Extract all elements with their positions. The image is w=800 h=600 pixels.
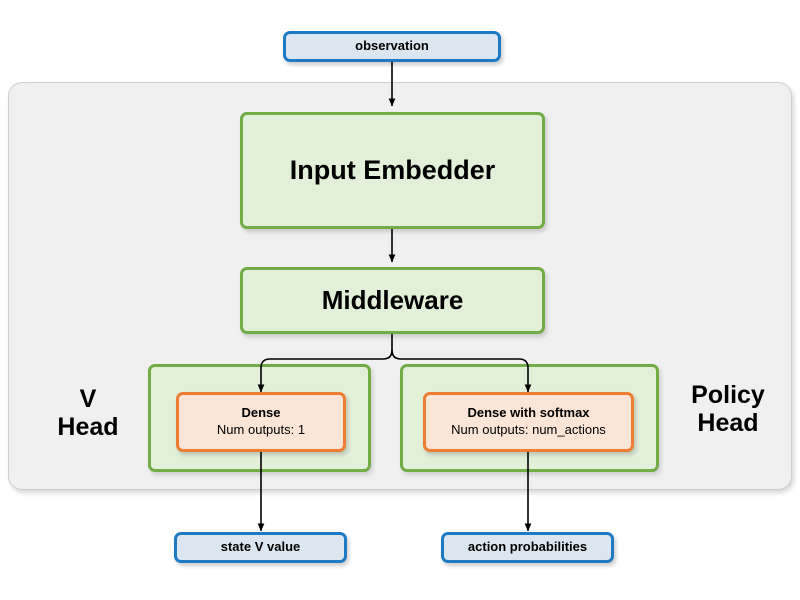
node-action-probabilities[interactable]: action probabilities (441, 532, 614, 563)
node-action-probabilities-label: action probabilities (467, 539, 588, 555)
node-policy-head-dense-detail: Num outputs: num_actions (451, 422, 606, 437)
node-policy-head-dense-title: Dense with softmax (467, 405, 590, 421)
node-input-embedder-label: Input Embedder (289, 154, 496, 185)
node-state-v-value[interactable]: state V value (174, 532, 347, 563)
node-input-embedder[interactable]: Input Embedder (240, 112, 545, 229)
node-v-head-dense-title: Dense (241, 405, 281, 421)
node-state-v-value-label: state V value (220, 539, 301, 555)
node-observation[interactable]: observation (283, 31, 501, 62)
node-observation-label: observation (355, 38, 429, 54)
node-v-head-dense[interactable]: Dense Num outputs: 1 (176, 392, 346, 452)
node-middleware[interactable]: Middleware (240, 267, 545, 334)
node-v-head-dense-detail: Num outputs: 1 (216, 422, 306, 437)
node-policy-head-dense[interactable]: Dense with softmax Num outputs: num_acti… (423, 392, 634, 452)
v-head-caption: V Head (57, 385, 119, 441)
node-middleware-label: Middleware (321, 284, 464, 315)
policy-head-caption: Policy Head (691, 381, 765, 437)
